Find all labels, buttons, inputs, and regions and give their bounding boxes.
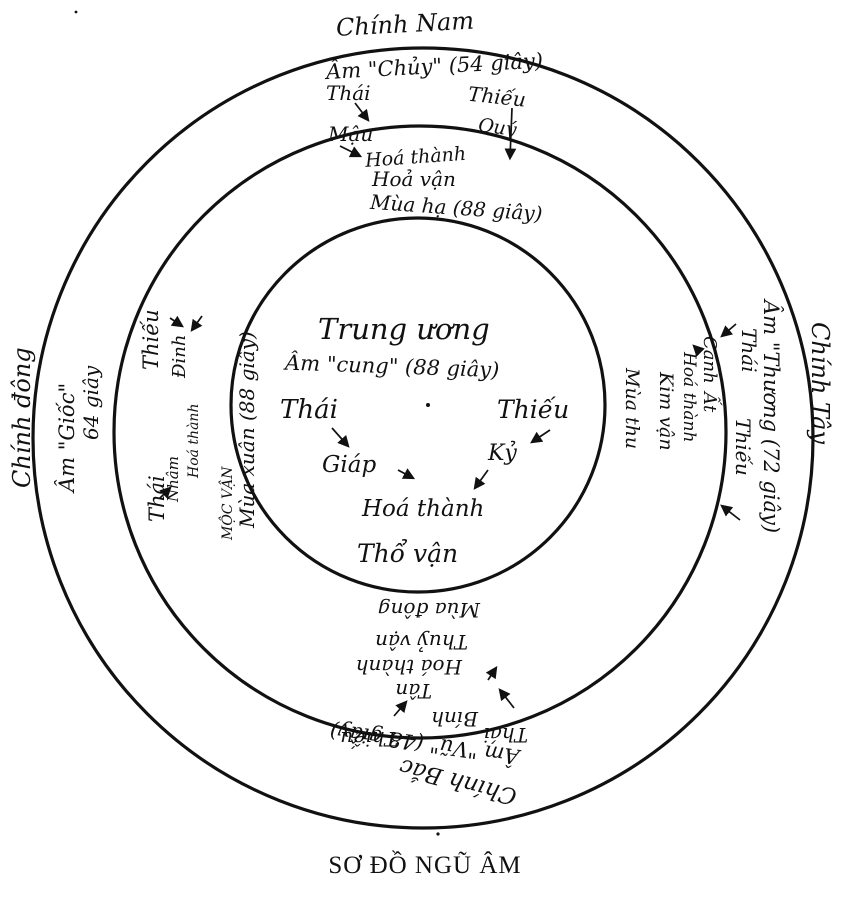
south-section: Chính Nam Âm "Chủy" (54 giây) Thái Thiếu… — [324, 7, 544, 226]
middle-ring — [112, 124, 728, 740]
center-title: Trung ương — [318, 312, 490, 346]
diagram-caption: SƠ ĐỒ NGŨ ÂM — [328, 852, 522, 879]
east-transform-label: Hoá thành — [186, 404, 202, 479]
center-tone-label: Âm "cung" (88 giây) — [283, 351, 500, 383]
east-result-label: MỘC VẬN — [217, 466, 236, 541]
east-right-label: Thiếu — [139, 309, 163, 370]
center-left-arrow — [331, 427, 350, 448]
north-right-stem: Tân — [395, 679, 432, 703]
west-right-label: Thiếu — [731, 418, 755, 476]
south-stem-arrow — [339, 145, 363, 158]
center-left-label: Thái — [280, 395, 338, 425]
west-left-arrow — [720, 323, 737, 338]
west-result-label: Kim vận — [655, 371, 677, 451]
top-dot — [74, 10, 78, 14]
east-direction-label: Chính đông — [8, 347, 36, 488]
east-left-arrow — [159, 486, 172, 499]
east-stem-arrow — [190, 315, 203, 332]
west-tone-label: Âm "Thương (72 giây) — [759, 298, 783, 533]
outer-ring — [31, 46, 815, 830]
center-dot — [426, 403, 430, 407]
center-stem-arrow — [397, 468, 416, 480]
west-left-label: Thái — [737, 328, 761, 373]
north-transform-label: Hoá thành — [356, 655, 463, 679]
south-left-arrow — [354, 102, 370, 122]
east-duration-label: 64 giây — [79, 365, 103, 440]
east-left-stem: Nhâm — [164, 456, 182, 503]
north-right-arrow — [393, 700, 408, 717]
west-left-stem: Canh — [699, 336, 720, 384]
east-right-stem: Đinh — [169, 335, 190, 379]
bottom-dot — [436, 832, 440, 836]
west-right-arrow — [720, 504, 741, 521]
east-season-label: Mùa xuân (88 giây) — [235, 331, 259, 529]
west-transform-label: Hoá thành — [679, 351, 699, 442]
west-right-stem: Ất — [699, 390, 724, 413]
center-section: Trung ương Âm "cung" (88 giây) Thái Thiế… — [280, 312, 569, 568]
east-tone-label: Âm "Giốc" — [55, 383, 79, 494]
center-right-stem: Kỷ — [487, 440, 517, 466]
west-direction-label: Chính Tây — [806, 322, 834, 444]
west-section: Chính Tây Âm "Thương (72 giây) Thái Thiế… — [621, 298, 834, 533]
east-right-arrow — [169, 315, 184, 328]
south-left-label: Thái — [326, 81, 371, 105]
south-right-arrow — [504, 107, 517, 161]
inner-ring — [229, 216, 607, 594]
west-stem-arrow — [692, 344, 705, 357]
north-section: Mùa đông Thuỷ vận Hoá thành Tân Bính Thá… — [328, 598, 528, 809]
north-season-label: Mùa đông — [378, 598, 481, 622]
north-right-label: Thiếu — [340, 727, 398, 751]
south-left-stem: Mậu — [327, 122, 373, 146]
center-kỷ-arrow — [473, 469, 489, 490]
center-right-label: Thiếu — [497, 395, 569, 424]
north-left-label: Thái — [483, 723, 528, 747]
west-season-label: Mùa thu — [621, 367, 643, 449]
center-result-label: Thổ vận — [357, 539, 458, 568]
north-stem-arrow — [485, 666, 498, 681]
center-transform-label: Hoá thành — [361, 496, 484, 522]
north-left-arrow — [498, 688, 515, 709]
center-right-arrow — [530, 429, 551, 444]
south-direction-label: Chính Nam — [335, 7, 474, 42]
east-section: Chính đông Âm "Giốc" 64 giây Thái Thiếu … — [8, 309, 259, 541]
south-result-label: Hoả vận — [371, 167, 456, 191]
south-right-label: Thiếu — [467, 82, 527, 112]
north-result-label: Thuỷ vận — [375, 630, 468, 654]
center-left-stem: Giáp — [322, 452, 376, 478]
north-left-stem: Bính — [431, 707, 479, 731]
